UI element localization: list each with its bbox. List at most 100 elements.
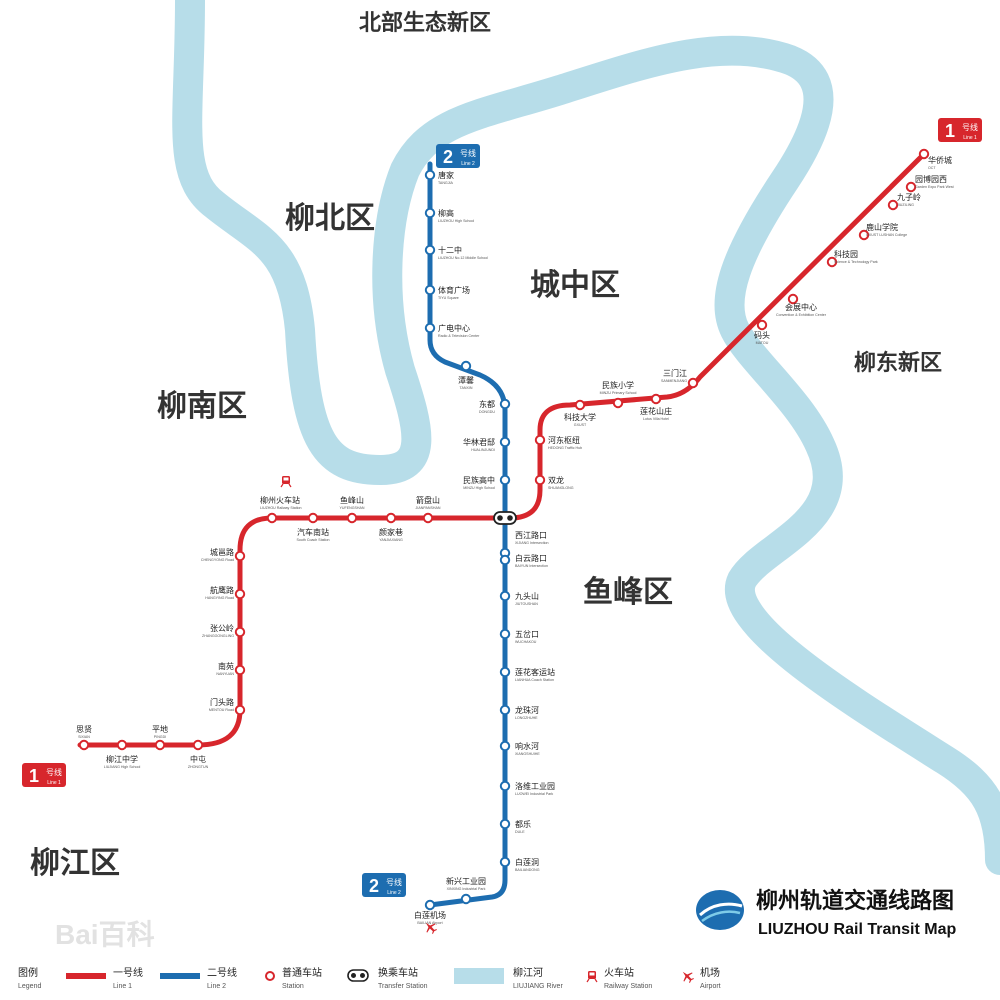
line2-station-dot[interactable] [499,740,511,752]
line2-station-dot[interactable] [424,169,436,181]
line2-station-dot[interactable] [499,666,511,678]
line2-station-dot[interactable] [499,474,511,486]
line2-station-dot[interactable] [499,818,511,830]
line1-station-dot[interactable] [534,474,546,486]
line1-badge-bottom[interactable]: 1 号线 Line 1 [22,763,66,787]
line1-station-dot[interactable] [905,181,917,193]
line2-station-dot[interactable] [424,284,436,296]
line1-station-dot[interactable] [346,512,358,524]
line1-station-dot[interactable] [887,199,899,211]
line2-station-dot[interactable] [424,244,436,256]
line1-station-dot[interactable] [612,397,624,409]
line2-station-dot[interactable] [499,628,511,640]
line2-station-dot[interactable] [424,899,436,911]
line1-station-dot[interactable] [787,293,799,305]
line2-station-dot[interactable] [424,207,436,219]
line1-station-dot[interactable] [574,399,586,411]
line2-station-dot[interactable] [424,322,436,334]
line1-station-dot[interactable] [234,664,246,676]
line1-station-dot[interactable] [687,377,699,389]
line1-station-dot[interactable] [192,739,204,751]
line2-station-dot[interactable] [499,780,511,792]
line1-station-dot[interactable] [650,393,662,405]
line1-badge-top[interactable]: 1 号线 Line 1 [938,118,982,142]
line1-station-dot[interactable] [307,512,319,524]
line1-station-dot[interactable] [756,319,768,331]
line1-station-dot[interactable] [385,512,397,524]
line2-station-name-en: Radio & Television Center [438,334,480,338]
line2-badge-top[interactable]: 2 号线 Line 2 [436,144,480,168]
line1-station-dot[interactable] [422,512,434,524]
line1-station-dot[interactable] [116,739,128,751]
line1-station-dot[interactable] [918,148,930,160]
line2-station-dot[interactable] [499,436,511,448]
line2-station-dot[interactable] [499,590,511,602]
line2-badge-bottom[interactable]: 2 号线 Line 2 [362,873,406,897]
line2-station-dot[interactable] [499,856,511,868]
line2-station-dot[interactable] [460,893,472,905]
line1-station-dot[interactable] [826,256,838,268]
line1-station-dot[interactable] [154,739,166,751]
line1-station-dot[interactable] [234,550,246,562]
transfer-station[interactable] [493,511,517,525]
line1-station-dot[interactable] [534,434,546,446]
line1-station-dot[interactable] [266,512,278,524]
line1-station-dot[interactable] [234,704,246,716]
line2-station-dot[interactable] [499,398,511,410]
line2-station-dot[interactable] [499,704,511,716]
line2-station-dot[interactable] [499,554,511,566]
line1-station-dot[interactable] [78,739,90,751]
line1-station-dot[interactable] [234,588,246,600]
line1-station-dot[interactable] [858,229,870,241]
line1-station-dot[interactable] [234,626,246,638]
line2-station-dot[interactable] [460,360,472,372]
